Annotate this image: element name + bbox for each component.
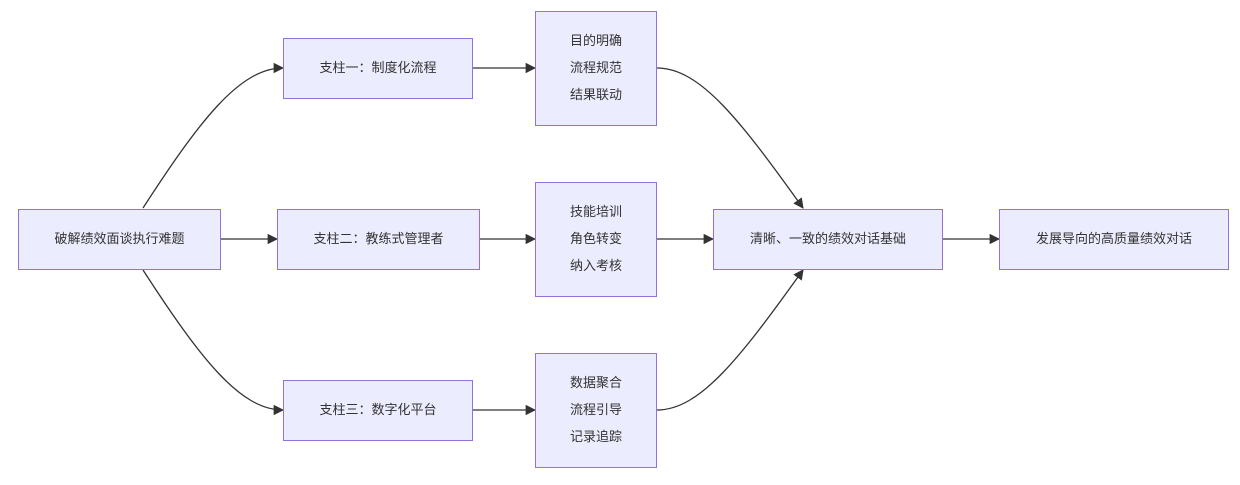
node-label-line: 纳入考核 [569, 259, 622, 274]
node-pillar-3: 支柱三：数字化平台 [283, 380, 473, 441]
node-label: 支柱一：制度化流程 [319, 61, 437, 76]
node-goal: 发展导向的高质量绩效对话 [999, 209, 1229, 270]
node-label-line: 流程引导 [569, 403, 622, 418]
node-label-line: 结果联动 [569, 88, 622, 103]
node-pillar-2: 支柱二：教练式管理者 [277, 209, 480, 270]
edge-d3-base [656, 269, 804, 411]
node-label-line: 技能培训 [569, 205, 622, 220]
node-label: 破解绩效面谈执行难题 [54, 232, 185, 247]
node-start: 破解绩效面谈执行难题 [18, 209, 221, 270]
node-label: 支柱三：数字化平台 [319, 403, 437, 418]
node-label-line: 目的明确 [569, 34, 622, 49]
node-label: 发展导向的高质量绩效对话 [1035, 232, 1192, 247]
node-label-line: 数据聚合 [569, 376, 622, 391]
node-detail-2: 技能培训 角色转变 纳入考核 [535, 182, 657, 297]
node-label: 清晰、一致的绩效对话基础 [749, 232, 906, 247]
node-detail-3: 数据聚合 流程引导 记录追踪 [535, 353, 657, 468]
edge-start-p1 [142, 62, 285, 209]
edge-start-p3 [142, 269, 285, 416]
node-label-line: 流程规范 [569, 61, 622, 76]
node-pillar-1: 支柱一：制度化流程 [283, 38, 473, 99]
node-label-line: 记录追踪 [569, 430, 622, 445]
node-foundation: 清晰、一致的绩效对话基础 [713, 209, 943, 270]
node-detail-1: 目的明确 流程规范 结果联动 [535, 11, 657, 126]
node-label: 支柱二：教练式管理者 [313, 232, 444, 247]
edge-d1-base [656, 67, 804, 209]
node-label-line: 角色转变 [569, 232, 622, 247]
